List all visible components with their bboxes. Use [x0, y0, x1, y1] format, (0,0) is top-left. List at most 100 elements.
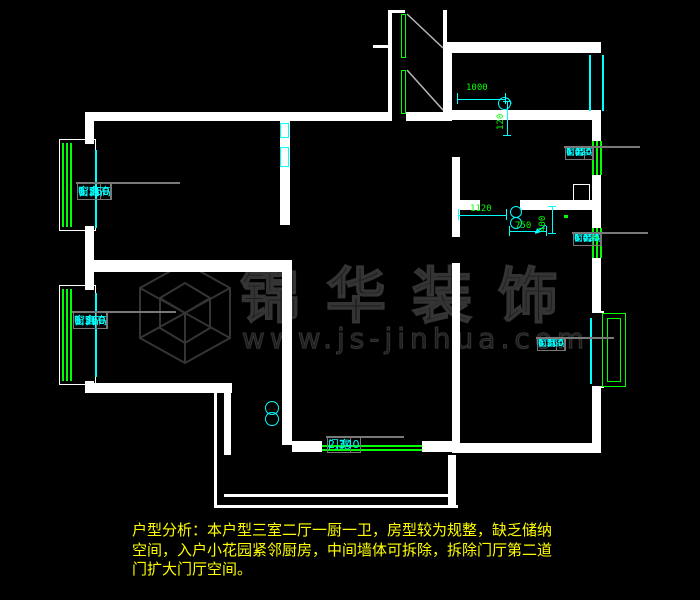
- window-pane: [600, 141, 602, 175]
- door-width-label: 门宽 2.340: [326, 436, 404, 453]
- dimension-line: [509, 231, 547, 232]
- dimension-text: 1000: [466, 83, 488, 93]
- wall-segment: [520, 200, 601, 210]
- wall-segment: [282, 260, 292, 445]
- terrace-wall: [448, 455, 456, 508]
- window-pane: [66, 289, 68, 381]
- window-label-top-right: 窗台高 0.920 窗高 1.450: [564, 146, 640, 160]
- watermark-brand-text: 锦华装饰: [239, 261, 584, 333]
- wall-segment: [85, 260, 288, 272]
- terrace-wall: [224, 392, 231, 455]
- sliding-door-line: [322, 445, 422, 447]
- wall-segment: [85, 112, 392, 121]
- wall-segment: [452, 443, 601, 453]
- bay-window-cap: [592, 386, 604, 388]
- dimension-line: [507, 101, 508, 136]
- wall-segment: [592, 387, 601, 445]
- dimension-tick: [457, 93, 458, 104]
- door-frame-block: [280, 147, 289, 167]
- window-pane: [607, 318, 621, 382]
- wall-segment: [592, 120, 601, 141]
- dimension-tick: [546, 226, 547, 236]
- bay-window-frame: [59, 285, 96, 385]
- marker-dot: [564, 215, 568, 218]
- dimension-text: 400: [538, 215, 548, 232]
- hinge-symbol: [265, 412, 279, 426]
- window-pane: [62, 143, 64, 227]
- analysis-text-block: 户型分析：本户型三室二厅一厨一卫，房型较为规整，缺乏储纳 空间，入户小花园紧邻厨…: [132, 521, 552, 580]
- bay-window-cap: [592, 311, 604, 313]
- glass-wall-line: [602, 55, 604, 111]
- wall-segment: [443, 110, 601, 120]
- window-pane: [62, 289, 64, 381]
- analysis-line: 空间，入户小花园紧邻厨房，中间墙体可拆除，拆除门厅第二道: [132, 540, 553, 559]
- dimension-text: 120: [496, 113, 506, 130]
- dimension-tick: [548, 206, 556, 207]
- wall-segment: [452, 200, 480, 210]
- wall-segment: [452, 157, 460, 237]
- entry-wall: [388, 10, 392, 112]
- wall-segment: [422, 441, 452, 452]
- dimension-line: [552, 206, 553, 234]
- dimension-tick: [509, 226, 510, 236]
- wall-segment: [406, 112, 452, 121]
- window-pane: [596, 228, 598, 258]
- window-height-value: 1.360: [537, 338, 565, 351]
- dimension-line: [458, 215, 507, 216]
- door-leaf: [401, 70, 406, 114]
- wall-segment: [592, 258, 601, 312]
- window-label-mid-left: 窗台高 0.560 窗高 1.360: [72, 311, 176, 329]
- entry-wall: [443, 10, 447, 47]
- window-sill-line: [590, 318, 592, 384]
- entry-wall: [373, 45, 388, 48]
- entry-wall: [388, 10, 405, 13]
- window-label-bottom-right: 窗台高 0.560 窗高 1.360: [536, 337, 614, 351]
- window-pane: [596, 141, 598, 175]
- window-height-value: 1.360: [77, 183, 111, 200]
- dimension-tick: [458, 209, 459, 220]
- window-sill-line: [95, 150, 97, 228]
- door-leaf: [401, 14, 406, 58]
- dimension-tick: [503, 135, 511, 136]
- dimension-text: 750: [515, 221, 532, 231]
- window-pane: [70, 143, 72, 227]
- window-height-value: 1.360: [73, 312, 107, 329]
- window-label-top-left: 窗台高 0.560 窗高 1.360: [76, 182, 180, 200]
- watermark-cube-logo: [139, 261, 231, 365]
- terrace-wall: [214, 392, 217, 508]
- analysis-line: 门扩大门厅空间。: [132, 560, 253, 578]
- door-frame-block: [280, 123, 289, 138]
- window-height-value: 1.450: [565, 147, 593, 160]
- window-pane: [70, 289, 72, 381]
- dimension-tick: [503, 101, 511, 102]
- window-pane: [592, 141, 594, 175]
- stove-burner-symbol: [510, 217, 522, 229]
- wall-segment: [452, 263, 460, 443]
- wall-segment: [443, 42, 601, 53]
- terrace-wall: [214, 505, 458, 508]
- window-pane: [66, 143, 68, 227]
- window-pane: [600, 228, 602, 258]
- dimension-tick: [506, 209, 507, 220]
- wall-segment: [292, 441, 322, 452]
- dimension-tick: [548, 233, 556, 234]
- dimension-tick: [505, 93, 506, 104]
- wall-segment: [85, 226, 94, 290]
- wall-segment: [85, 112, 94, 144]
- door-width-value: 2.340: [327, 437, 361, 453]
- window-label-mid-right: 窗台高 0.920 窗高 1.450: [572, 232, 648, 246]
- window-sill-line: [95, 293, 97, 377]
- bay-window-frame: [602, 313, 626, 387]
- glass-wall-line: [589, 55, 591, 111]
- wall-segment: [280, 121, 290, 225]
- wall-segment: [443, 52, 452, 112]
- watermark-website-text: www.js-jinhua.com: [241, 322, 590, 356]
- wall-notch: [573, 184, 590, 202]
- analysis-line: 户型分析：本户型三室二厅一厨一卫，房型较为规整，缺乏储纳: [132, 521, 553, 539]
- dimension-text: 1120: [470, 204, 492, 214]
- sliding-door-line: [322, 449, 422, 451]
- wall-segment: [85, 383, 232, 393]
- terrace-wall: [224, 494, 450, 497]
- window-height-value: 1.450: [573, 233, 601, 246]
